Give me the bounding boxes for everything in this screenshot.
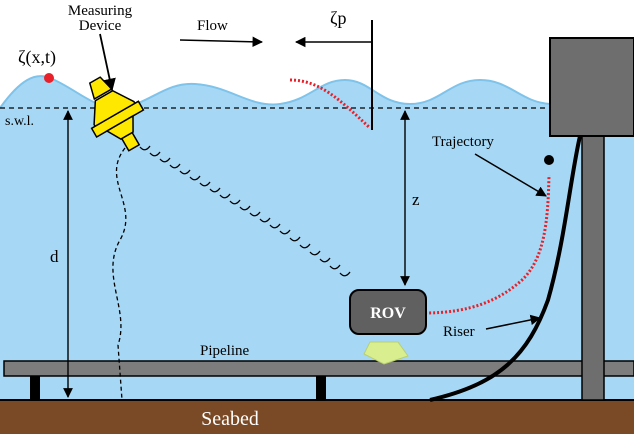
label-rov: ROV	[370, 305, 406, 322]
label-zeta-xt: ζ(x,t)	[18, 47, 56, 68]
label-measuring-device-line1: Measuring	[68, 3, 133, 19]
riser	[429, 135, 582, 402]
trajectory-pointer	[474, 153, 547, 197]
device-drift-path	[112, 147, 127, 401]
measuring-device-pointer	[99, 33, 116, 92]
label-measuring-device-line2: Device	[79, 18, 122, 34]
flow-arrow	[179, 36, 264, 48]
rov-light	[363, 341, 409, 365]
pipeline-support-2	[316, 376, 326, 400]
wave-crest	[0, 75, 551, 110]
pipeline-support-1	[30, 376, 40, 400]
platform-leg	[581, 134, 605, 401]
label-pipeline: Pipeline	[200, 343, 250, 359]
zeta-xt-marker	[44, 73, 54, 83]
riser-pointer	[485, 314, 542, 330]
label-seabed: Seabed	[201, 408, 259, 430]
buoy-sensor-icon	[88, 76, 145, 152]
label-flow: Flow	[197, 18, 228, 34]
label-d: d	[50, 247, 59, 266]
label-swl: s.w.l.	[5, 114, 34, 129]
pipeline	[3, 360, 634, 377]
label-zeta-p: ζp	[330, 8, 346, 28]
seabed	[0, 400, 634, 434]
platform-deck	[549, 37, 634, 137]
trajectory-end-marker	[544, 155, 554, 165]
water-body	[0, 76, 634, 400]
rov-vehicle-icon: ROV	[349, 289, 427, 335]
rov-trajectory	[424, 174, 551, 315]
acoustic-signal	[139, 145, 351, 277]
label-riser: Riser	[443, 324, 475, 340]
label-z: z	[412, 190, 420, 209]
zeta-p-surface-segment	[289, 78, 372, 130]
label-trajectory: Trajectory	[432, 134, 494, 150]
